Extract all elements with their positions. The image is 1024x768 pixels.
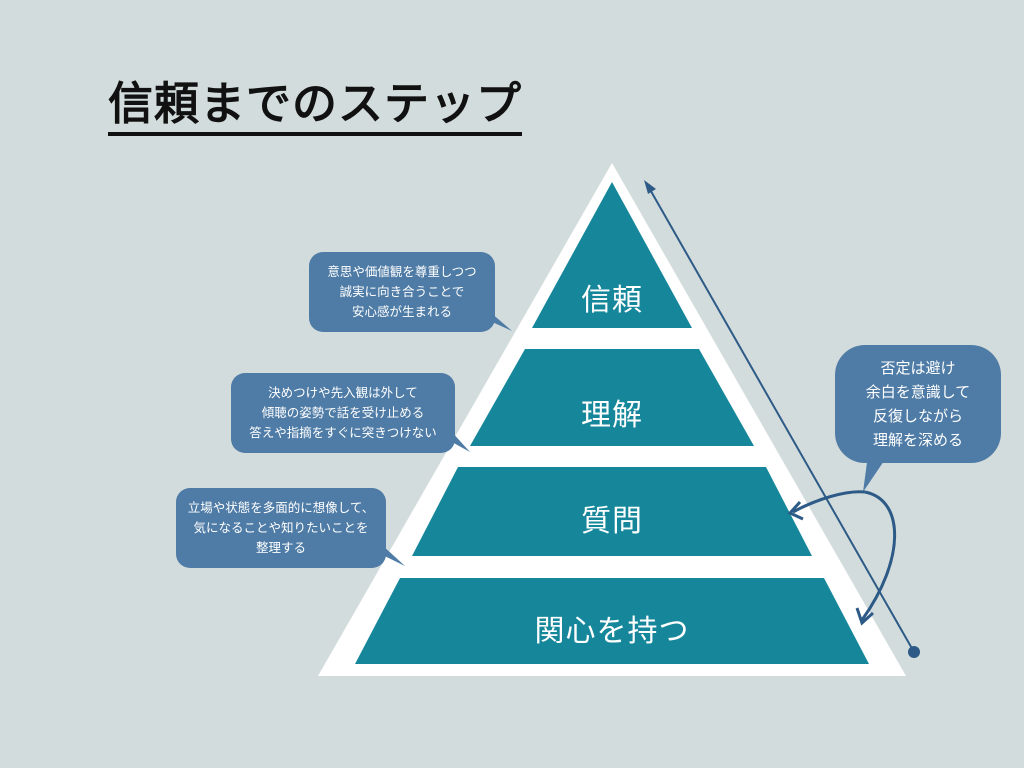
bubble-understanding: 決めつけや先入観は外して 傾聴の姿勢で話を受け止める 答えや指摘をすぐに突きつけ… [231,373,455,453]
bubble-trust-shape [309,252,495,332]
bubble-understanding-line-3: 答えや指摘をすぐに突きつけない [249,425,437,440]
bubble-trust-tail [470,312,512,331]
pyramid-level-question [412,467,812,556]
side-bubble-line-2: 余白を意識して [865,383,971,401]
pyramid-level-interest [355,578,869,664]
progress-arrow-line [647,185,915,653]
side-bubble-line-4: 理解を深める [872,431,963,449]
side-bubble-line-3: 反復しながら [872,407,963,425]
bubble-question: 立場や状態を多面的に想像して、 気になることや知りたいことを 整理する [176,488,386,568]
progress-arrow-dot [908,646,920,658]
bubble-understanding-tail [430,430,470,452]
pyramid-level-understanding [470,349,754,446]
side-bubble-tail [863,455,888,492]
loop-arrow-upper-head [787,500,804,521]
bubble-question-line-1: 立場や状態を多面的に想像して、 [187,500,375,515]
loop-arrow-upper [792,490,866,514]
bubble-question-shape [176,488,386,568]
bubble-understanding-shape [231,373,455,453]
level-label-understanding: 理解 [581,398,643,433]
side-bubble-line-1: 否定は避け [880,359,956,377]
bubble-trust-line-1: 意思や価値観を尊重しつつ [327,264,477,279]
bubble-question-line-3: 整理する [255,540,306,555]
bubble-trust-line-3: 安心感が生まれる [351,304,452,319]
progress-arrowhead [644,180,656,194]
bubble-trust: 意思や価値観を尊重しつつ 誠実に向き合うことで 安心感が生まれる [309,252,495,332]
pyramid-level-trust [532,182,692,328]
level-label-trust: 信頼 [581,283,643,318]
side-bubble: 否定は避け 余白を意識して 反復しながら 理解を深める [835,345,1001,463]
bubble-question-tail [362,545,405,566]
loop-arrow-lower-head [855,607,875,626]
bubble-understanding-line-2: 傾聴の姿勢で話を受け止める [261,405,425,420]
bubble-understanding-line-1: 決めつけや先入観は外して [268,385,418,400]
level-label-question: 質問 [581,504,643,539]
bubble-question-line-2: 気になることや知りたいことを [193,520,369,535]
level-label-interest: 関心を持つ [534,614,690,649]
bubble-trust-line-2: 誠実に向き合うことで [339,284,465,299]
loop-arrow-lower [860,490,897,621]
page-title: 信頼までのステップ [108,78,523,136]
side-bubble-shape [835,345,1001,463]
